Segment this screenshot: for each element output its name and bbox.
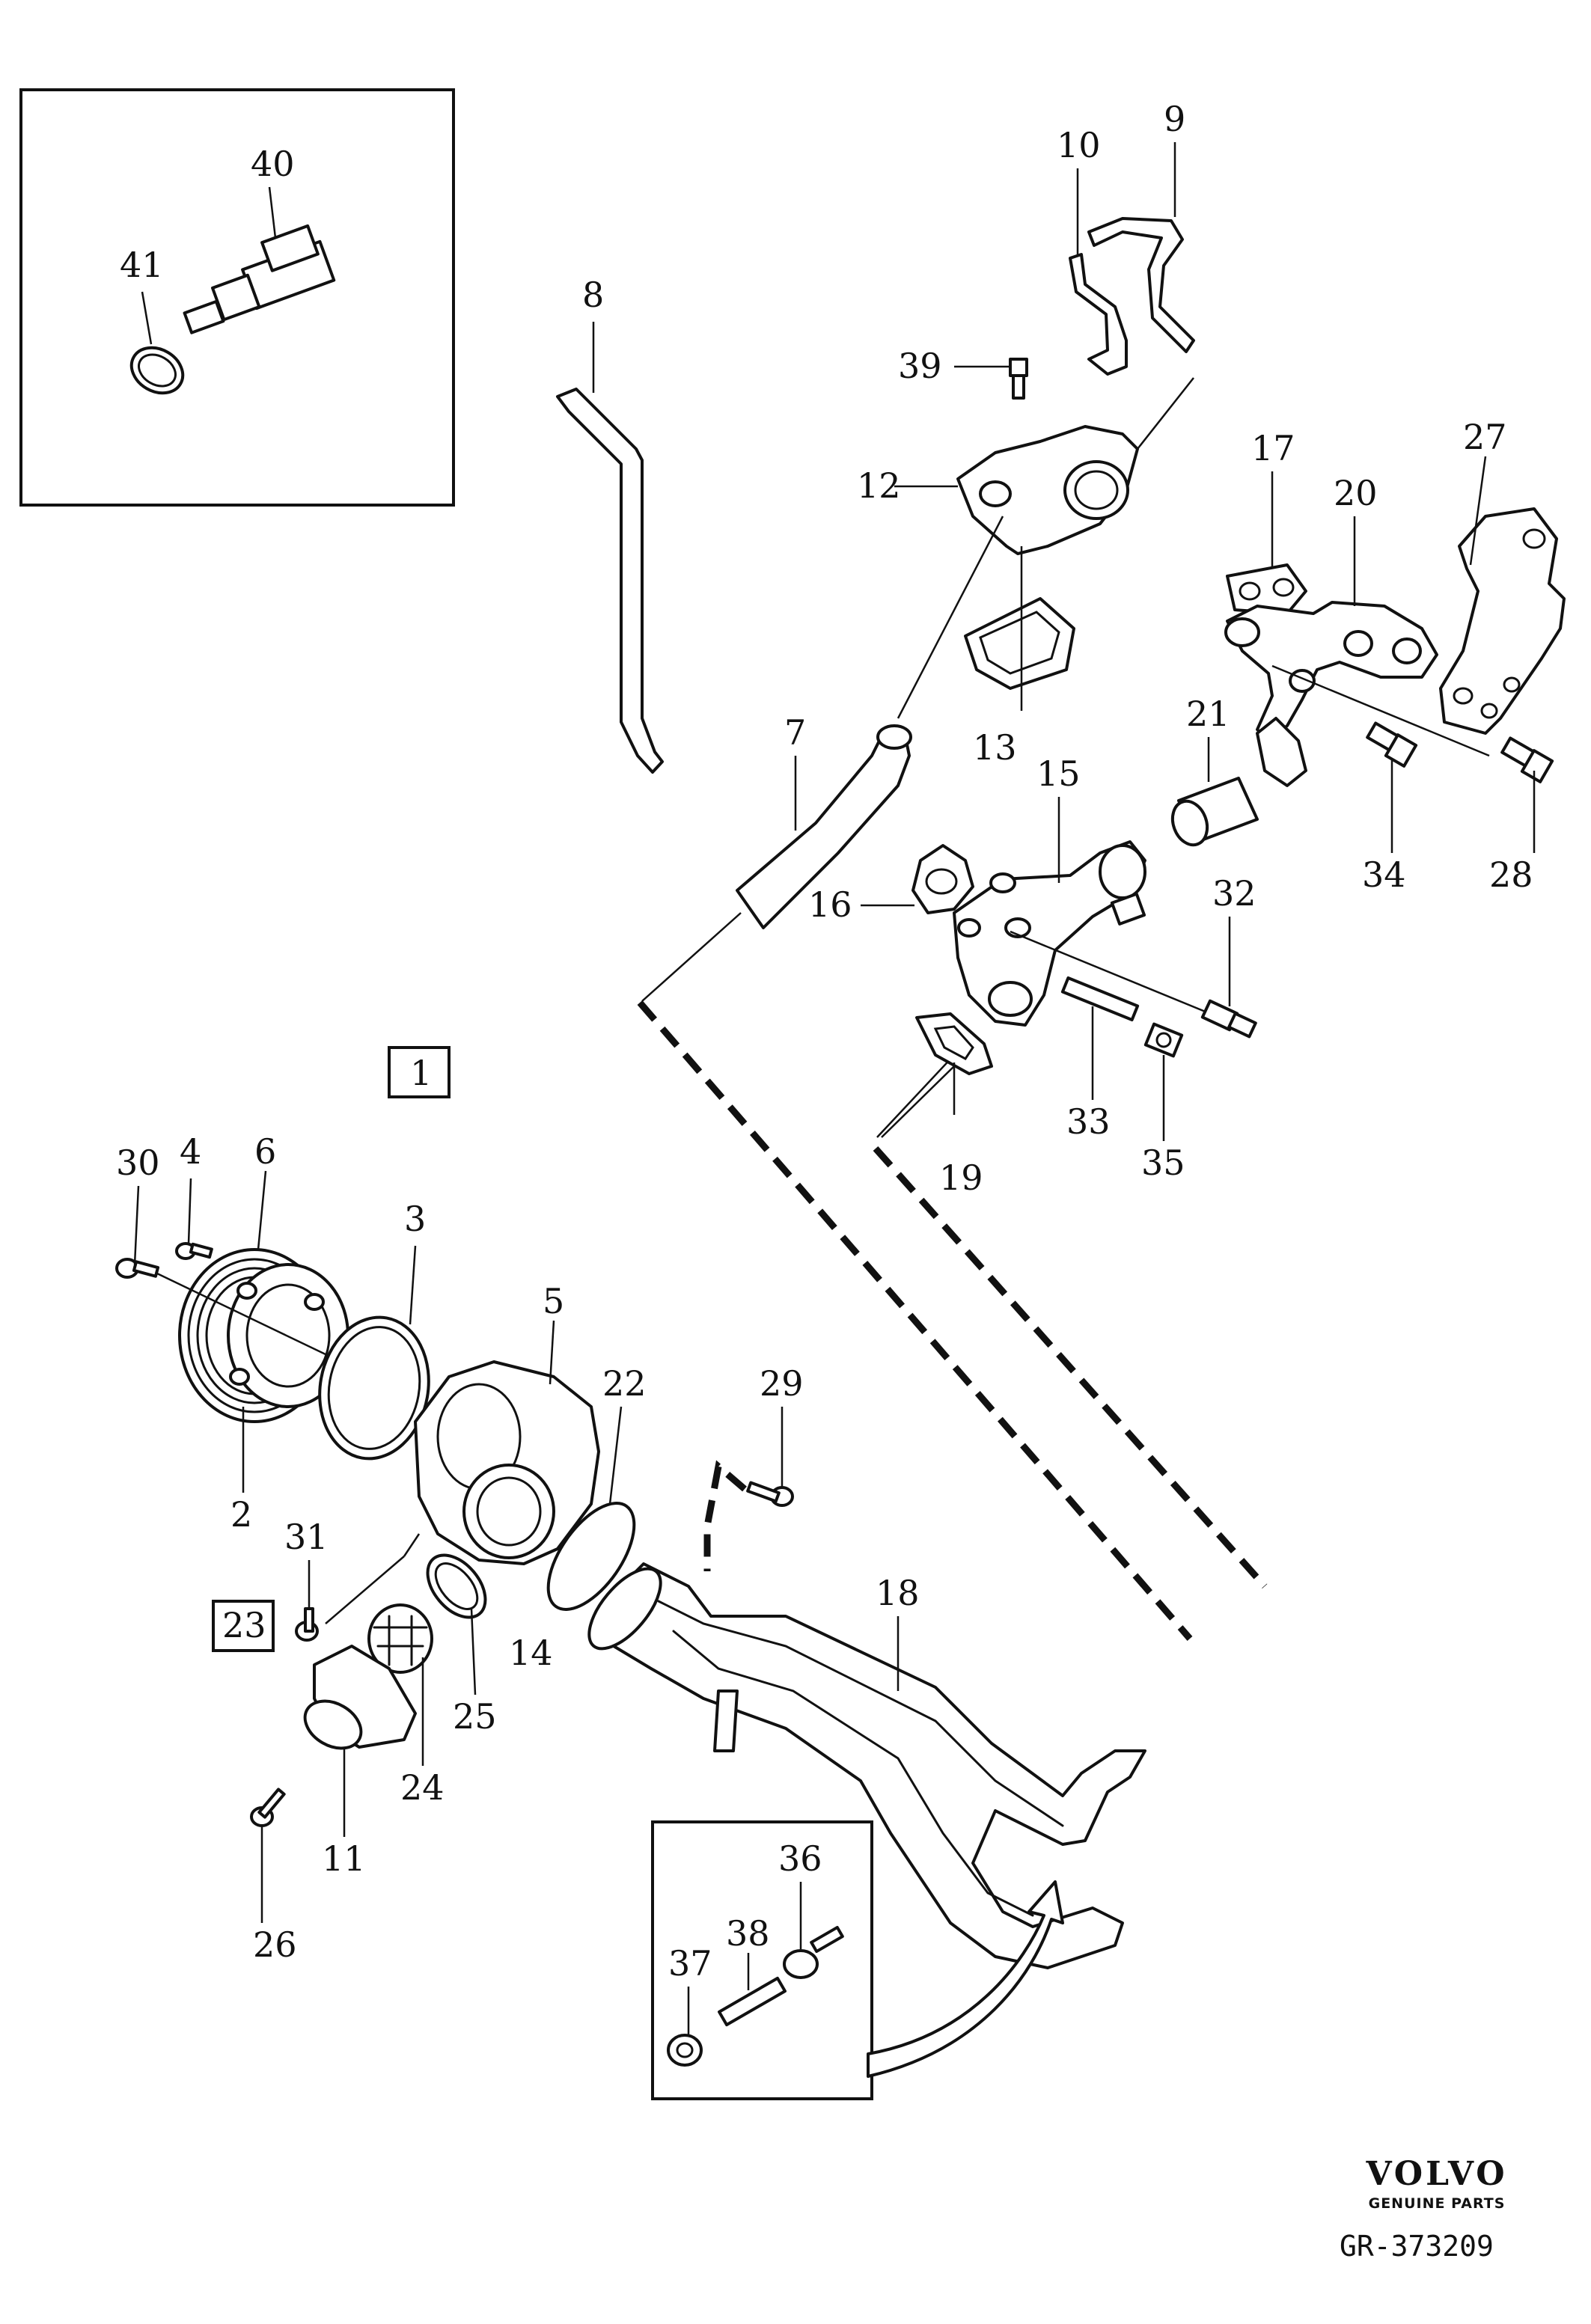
pulley-icon — [178, 1248, 349, 1423]
callout-4: 4 — [180, 1131, 201, 1172]
callout-13: 13 — [973, 727, 1017, 768]
dashed-connection-line — [637, 1000, 1193, 1641]
callout-30: 30 — [116, 1143, 160, 1183]
callout-6: 6 — [254, 1131, 276, 1172]
callout-5: 5 — [543, 1281, 564, 1321]
drawing-reference: GR-373209 — [1340, 2230, 1494, 2263]
screw-icon — [746, 1481, 794, 1507]
callout-27: 27 — [1463, 417, 1507, 457]
nut-icon — [1143, 1022, 1184, 1058]
callout-28: 28 — [1489, 854, 1533, 895]
gasket-icon — [1226, 563, 1307, 615]
callout-37: 37 — [668, 1943, 712, 1984]
callout-17: 17 — [1251, 428, 1295, 468]
hose-icon — [736, 732, 911, 929]
callout-3: 3 — [404, 1199, 426, 1239]
callout-21: 21 — [1186, 694, 1230, 734]
callout-11: 11 — [322, 1838, 366, 1879]
callout-25: 25 — [453, 1696, 497, 1737]
callout-22: 22 — [602, 1363, 647, 1404]
screw-icon — [175, 1242, 213, 1260]
callout-29: 29 — [760, 1363, 804, 1404]
callout-12: 12 — [857, 465, 901, 506]
inset-box-fasteners — [651, 1820, 873, 2100]
screw-icon — [115, 1258, 160, 1279]
callout-23: 23 — [222, 1605, 266, 1645]
callout-18: 18 — [876, 1573, 920, 1613]
callout-41: 41 — [120, 245, 164, 285]
gasket-icon — [318, 1315, 430, 1461]
callout-14: 14 — [509, 1633, 553, 1673]
gasket-icon — [546, 1502, 636, 1611]
stud-bolt-icon — [1060, 976, 1140, 1022]
bolt-icon — [1366, 721, 1418, 768]
callout-1: 1 — [410, 1053, 432, 1093]
small-hose-icon — [1069, 253, 1128, 376]
callout-35: 35 — [1141, 1143, 1185, 1183]
bleed-hose-icon — [1087, 217, 1195, 353]
mounting-bracket-icon — [1439, 507, 1566, 735]
callout-33: 33 — [1066, 1101, 1111, 1142]
screw-icon — [250, 1788, 286, 1827]
callout-34: 34 — [1362, 854, 1406, 895]
o-ring-icon — [426, 1553, 487, 1619]
coolant-pipe-icon — [597, 1562, 1146, 1969]
screw-icon — [295, 1607, 319, 1642]
bolt-icon — [783, 1925, 844, 1979]
temperature-sensor-icon — [183, 224, 336, 334]
callout-16: 16 — [808, 884, 852, 925]
arrow-icon — [867, 1880, 1064, 2078]
callout-26: 26 — [253, 1924, 297, 1965]
gasket-icon — [911, 844, 974, 914]
callout-19: 19 — [939, 1158, 983, 1198]
sensor-stud-icon — [1200, 999, 1257, 1039]
callout-40: 40 — [251, 144, 295, 184]
callout-9: 9 — [1164, 99, 1185, 139]
callout-10: 10 — [1057, 125, 1101, 165]
genuine-parts-tagline: GENUINE PARTS — [1368, 2195, 1506, 2212]
bolt-icon — [1500, 736, 1554, 783]
volvo-logo: VOLVO — [1366, 2155, 1508, 2193]
callout-24: 24 — [400, 1767, 445, 1808]
dashed-connection-line — [873, 1146, 1268, 1588]
bolt-icon — [1009, 358, 1028, 400]
inset-box-sensor — [19, 88, 455, 507]
callout-box-1 — [388, 1046, 451, 1098]
nut-icon — [667, 2034, 703, 2067]
callout-38: 38 — [726, 1913, 770, 1954]
stud-bolt-icon — [718, 1976, 787, 2027]
callout-8: 8 — [582, 275, 604, 315]
callout-2: 2 — [230, 1494, 252, 1535]
callout-32: 32 — [1212, 873, 1256, 914]
callout-15: 15 — [1036, 753, 1081, 794]
callout-31: 31 — [284, 1517, 329, 1557]
callout-7: 7 — [784, 712, 806, 753]
coolant-fitting-icon — [1226, 601, 1438, 742]
o-ring-icon — [129, 346, 185, 395]
callout-39: 39 — [898, 346, 942, 386]
callout-36: 36 — [778, 1838, 822, 1879]
callout-box-23 — [212, 1600, 275, 1652]
thermostat-icon — [367, 1603, 433, 1674]
callout-20: 20 — [1334, 473, 1378, 513]
hose-icon — [556, 388, 664, 774]
